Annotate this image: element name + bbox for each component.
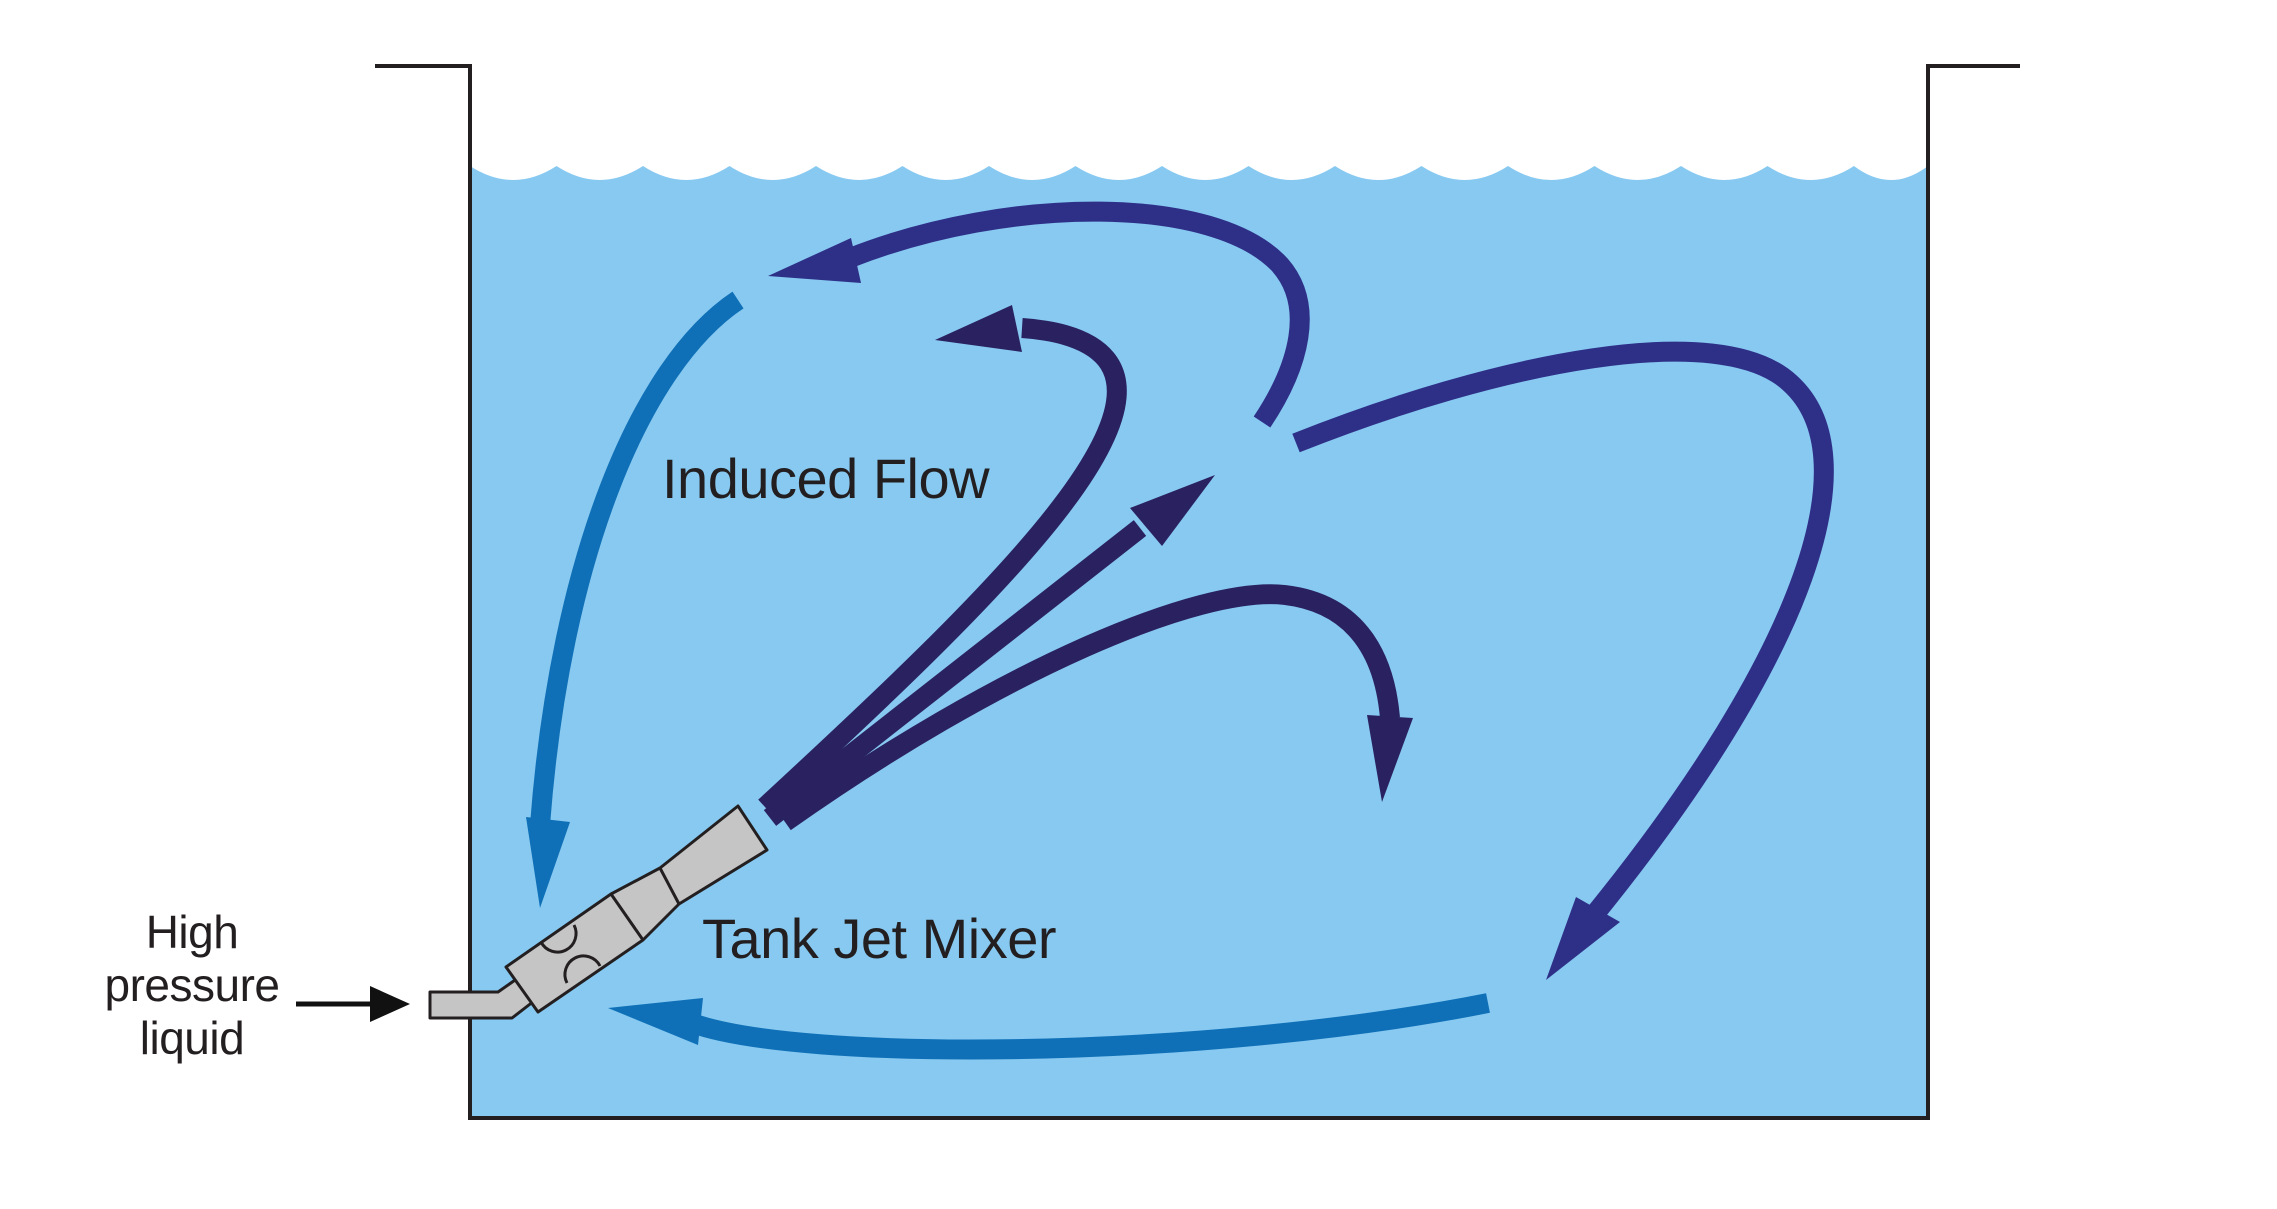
high-pressure-liquid-line-3: liquid <box>139 1012 245 1064</box>
high-pressure-liquid-line-1: High <box>145 906 239 958</box>
near-jet-flow-arrow-right <box>779 584 1413 831</box>
induced-flow-arrow-bottom <box>608 993 1490 1060</box>
induced-flow-arrow-left <box>526 291 744 908</box>
liquid-surface <box>470 166 1928 1118</box>
outer-flow-arrow-top <box>768 201 1310 428</box>
induced-flow-label: Induced Flow <box>662 447 990 510</box>
outer-flow-arrow-right <box>1292 341 1834 980</box>
tank-outline <box>375 64 2020 1120</box>
nozzle-port-top <box>539 924 578 954</box>
tank-jet-mixer-label: Tank Jet Mixer <box>702 907 1057 970</box>
high-pressure-liquid-label: High pressure liquid <box>96 906 288 1065</box>
jet-stream-arrow <box>763 475 1215 826</box>
near-jet-flow-arrow-loop <box>758 305 1127 815</box>
tank-liquid <box>470 166 1928 1118</box>
jet-mixer-nozzle <box>428 804 769 1020</box>
high-pressure-inlet-arrow <box>296 986 410 1022</box>
nozzle-port-bottom <box>563 954 602 984</box>
high-pressure-liquid-line-2: pressure <box>104 959 280 1011</box>
